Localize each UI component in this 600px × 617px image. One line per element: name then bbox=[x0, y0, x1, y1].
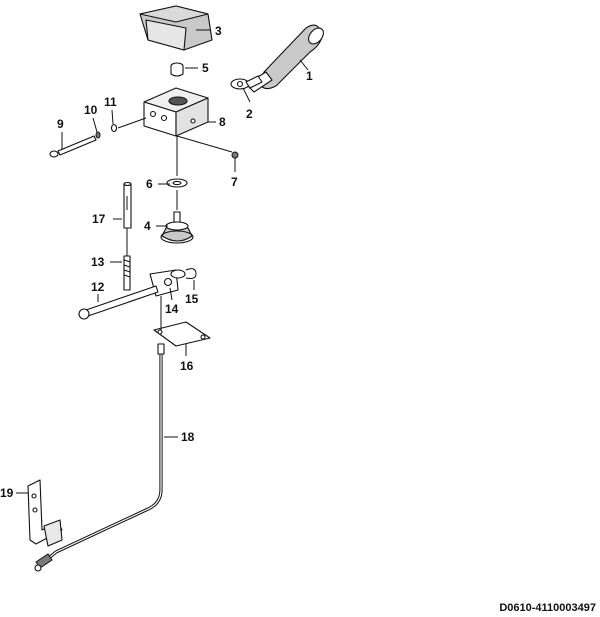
callout-18: 18 bbox=[181, 430, 195, 444]
callout-labels: 1 2 3 4 5 6 7 8 9 10 11 12 13 14 15 16 1… bbox=[0, 24, 313, 500]
part-10-washer bbox=[95, 131, 101, 139]
part-2-joint bbox=[230, 75, 263, 90]
callout-17: 17 bbox=[92, 212, 106, 226]
part-7-nut bbox=[231, 151, 239, 159]
part-8-block bbox=[143, 87, 209, 137]
callout-13: 13 bbox=[91, 255, 105, 269]
leader-lines bbox=[16, 29, 309, 494]
callout-11: 11 bbox=[104, 95, 117, 109]
part-3-cover bbox=[139, 5, 213, 51]
drawing-code: D0610-4110003497 bbox=[499, 602, 596, 614]
part-17-shaft bbox=[123, 181, 132, 229]
part-9-bolt bbox=[49, 135, 97, 158]
callout-9: 9 bbox=[57, 117, 64, 131]
callout-6: 6 bbox=[146, 177, 153, 191]
callout-10: 10 bbox=[84, 103, 98, 117]
part-13-rod bbox=[123, 255, 131, 291]
callout-4: 4 bbox=[144, 219, 151, 233]
callout-19: 19 bbox=[0, 486, 14, 500]
callout-1: 1 bbox=[306, 69, 313, 83]
part-19-bracket bbox=[27, 479, 63, 547]
callout-8: 8 bbox=[219, 115, 226, 129]
callout-5: 5 bbox=[202, 61, 209, 75]
callout-15: 15 bbox=[185, 292, 199, 306]
callout-7: 7 bbox=[231, 175, 238, 189]
callout-2: 2 bbox=[246, 107, 253, 121]
callout-12: 12 bbox=[91, 280, 105, 294]
part-6-washer bbox=[166, 178, 188, 188]
callout-16: 16 bbox=[180, 359, 194, 373]
part-5-cap bbox=[170, 62, 184, 77]
part-4-boot bbox=[160, 211, 194, 244]
callout-3: 3 bbox=[215, 24, 222, 38]
part-16-plate bbox=[153, 321, 211, 347]
callout-14: 14 bbox=[165, 302, 179, 316]
part-11-washer bbox=[110, 123, 118, 133]
part-15-clip bbox=[185, 268, 197, 279]
part-18-cable bbox=[34, 343, 165, 572]
part-12-bolt bbox=[78, 285, 159, 320]
